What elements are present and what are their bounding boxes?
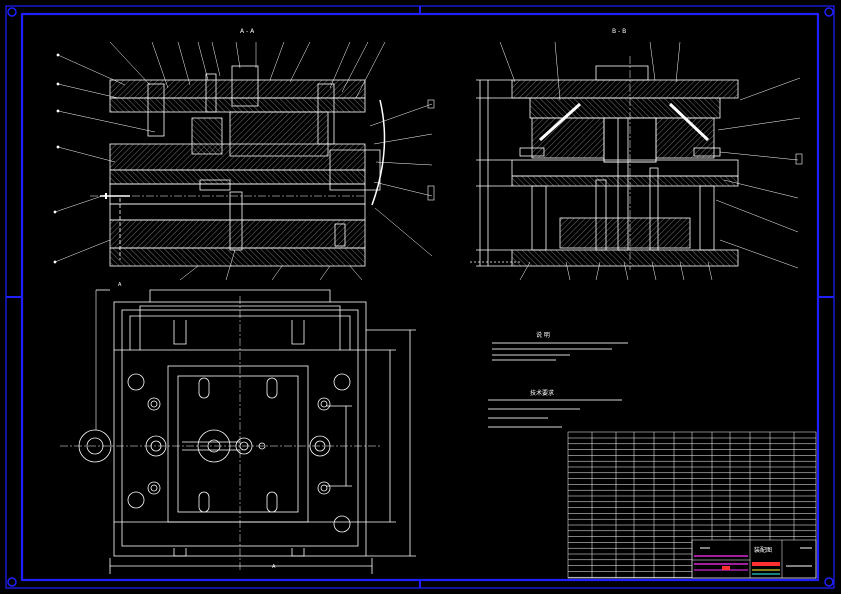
plan-view	[60, 289, 416, 574]
section-a-view: A - A	[90, 28, 386, 267]
section-a-title: A - A	[240, 28, 255, 35]
notes-block: 说 明 技术要求	[488, 331, 628, 428]
notes-heading-1: 说 明	[536, 331, 550, 339]
section-b-leaders	[499, 41, 801, 281]
section-a-leaders	[53, 41, 433, 281]
section-b-view: B - B	[470, 28, 739, 270]
callout-markers	[105, 99, 803, 201]
section-mark-left: A	[118, 282, 122, 288]
title-block-colored-marks	[694, 555, 780, 575]
bom-table	[567, 431, 817, 579]
section-b-title: B - B	[612, 28, 626, 35]
sheet-border	[5, 5, 835, 589]
notes-heading-2: 技术要求	[530, 389, 554, 397]
title-block-detail	[700, 547, 812, 567]
title-block-drawing-name: 装配图	[754, 546, 772, 554]
section-mark-bottom: A	[272, 564, 276, 570]
